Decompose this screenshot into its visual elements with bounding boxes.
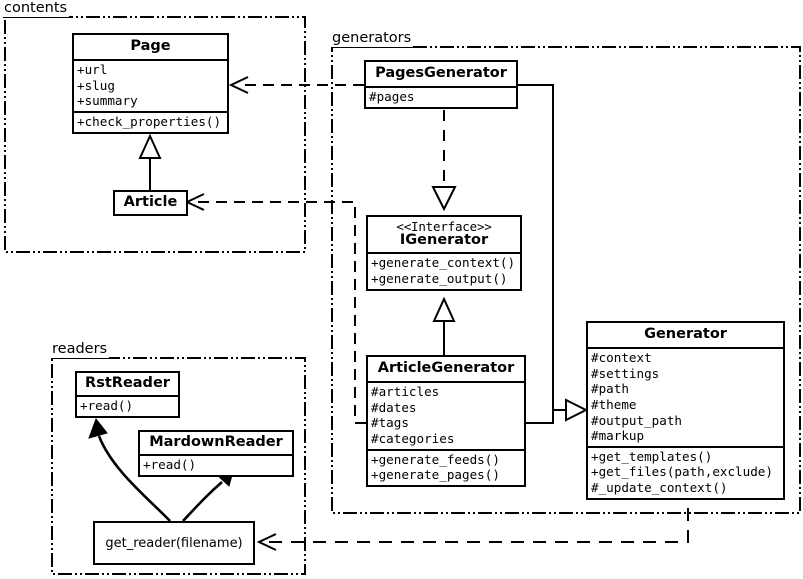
class-methods-mardownreader: +read() bbox=[140, 454, 292, 475]
generalization-to-generator-arrowhead bbox=[565, 398, 589, 422]
class-name-page: Page bbox=[130, 38, 171, 54]
class-name-generator: Generator bbox=[644, 326, 727, 342]
class-name-pagesgenerator: PagesGenerator bbox=[375, 65, 507, 81]
class-name-articlegenerator: ArticleGenerator bbox=[377, 360, 515, 376]
class-box-igenerator[interactable]: <<Interface>> IGenerator +generate_conte… bbox=[366, 215, 522, 291]
attribute-item: #articles bbox=[371, 384, 440, 400]
class-box-pagesgenerator[interactable]: PagesGenerator #pages bbox=[364, 60, 518, 109]
class-box-rstreader[interactable]: RstReader +read() bbox=[75, 371, 180, 418]
attribute-item: #markup bbox=[591, 428, 645, 444]
dependency-generator-to-getreader-line bbox=[268, 508, 689, 543]
dependency-articlegenerator-to-article-arrowhead bbox=[184, 193, 205, 211]
function-node-get-reader[interactable]: get_reader(filename) bbox=[93, 521, 255, 565]
method-item: +get_files(path,exclude) bbox=[591, 464, 773, 480]
method-item: #_update_context() bbox=[591, 479, 728, 495]
attribute-item: +summary bbox=[77, 93, 138, 109]
class-attributes-pagesgenerator: #pages bbox=[366, 86, 516, 107]
class-name-igenerator: IGenerator bbox=[399, 232, 489, 249]
package-label-readers: readers bbox=[51, 341, 110, 359]
dependency-generator-to-getreader-arrowhead bbox=[256, 533, 277, 551]
class-name-article: Article bbox=[123, 194, 178, 210]
generalization-articlegenerator-to-igenerator-arrowhead bbox=[432, 296, 456, 322]
class-box-generator[interactable]: Generator #context #settings #path #them… bbox=[586, 321, 785, 500]
dependency-articlegenerator-to-article-line bbox=[196, 201, 366, 424]
attribute-item: #categories bbox=[371, 431, 455, 446]
method-item: +read() bbox=[143, 457, 197, 473]
class-attributes-page: +url +slug +summary bbox=[74, 59, 227, 111]
attribute-item: #output_path bbox=[591, 412, 682, 428]
attribute-item: #pages bbox=[369, 89, 415, 105]
package-label-contents: contents bbox=[3, 0, 70, 18]
method-item: +generate_feeds() bbox=[371, 451, 500, 467]
method-item: +generate_pages() bbox=[371, 467, 500, 483]
attribute-item: #context bbox=[591, 350, 652, 366]
class-box-article[interactable]: Article bbox=[113, 190, 188, 217]
attribute-item: #settings bbox=[591, 365, 660, 381]
method-item: +generate_output() bbox=[371, 270, 508, 286]
function-node-label: get_reader(filename) bbox=[105, 535, 243, 551]
attribute-item: #tags bbox=[371, 415, 409, 431]
class-box-articlegenerator[interactable]: ArticleGenerator #articles #dates #tags … bbox=[366, 355, 526, 487]
generalization-article-to-page-arrowhead bbox=[138, 133, 162, 159]
class-methods-rstreader: +read() bbox=[77, 395, 178, 416]
attribute-item: #theme bbox=[591, 397, 637, 412]
class-name-mardownreader: MardownReader bbox=[149, 434, 283, 450]
class-box-page[interactable]: Page +url +slug +summary +check_properti… bbox=[72, 33, 229, 134]
generalization-articlegenerator-to-generator-line bbox=[526, 410, 554, 424]
call-getreader-to-mardownreader-line bbox=[182, 481, 223, 522]
class-methods-page: +check_properties() bbox=[74, 111, 227, 132]
method-item: +generate_context() bbox=[371, 255, 516, 271]
method-item: +check_properties() bbox=[77, 114, 222, 129]
attribute-item: #dates bbox=[371, 399, 417, 415]
class-methods-generator: +get_templates() +get_files(path,exclude… bbox=[588, 445, 783, 498]
class-box-mardownreader[interactable]: MardownReader +read() bbox=[138, 430, 294, 477]
class-header-igenerator: <<Interface>> IGenerator bbox=[368, 217, 520, 252]
class-attributes-articlegenerator: #articles #dates #tags #categories bbox=[368, 381, 524, 448]
call-getreader-to-rstreader-arrowhead bbox=[88, 417, 108, 439]
attribute-item: +slug bbox=[77, 77, 115, 93]
method-item: +read() bbox=[80, 398, 134, 414]
class-name-rstreader: RstReader bbox=[85, 375, 170, 391]
dependency-pagesgenerator-to-page-arrowhead bbox=[228, 76, 249, 94]
attribute-item: +url bbox=[77, 62, 108, 78]
class-methods-articlegenerator: +generate_feeds() +generate_pages() bbox=[368, 448, 524, 485]
package-label-generators: generators bbox=[331, 30, 414, 48]
class-methods-igenerator: +generate_context() +generate_output() bbox=[368, 252, 520, 288]
class-attributes-generator: #context #settings #path #theme #output_… bbox=[588, 347, 783, 446]
method-item: +get_templates() bbox=[591, 448, 713, 464]
realization-pagesgenerator-to-igenerator-arrowhead bbox=[431, 186, 457, 212]
attribute-item: #path bbox=[591, 381, 629, 397]
